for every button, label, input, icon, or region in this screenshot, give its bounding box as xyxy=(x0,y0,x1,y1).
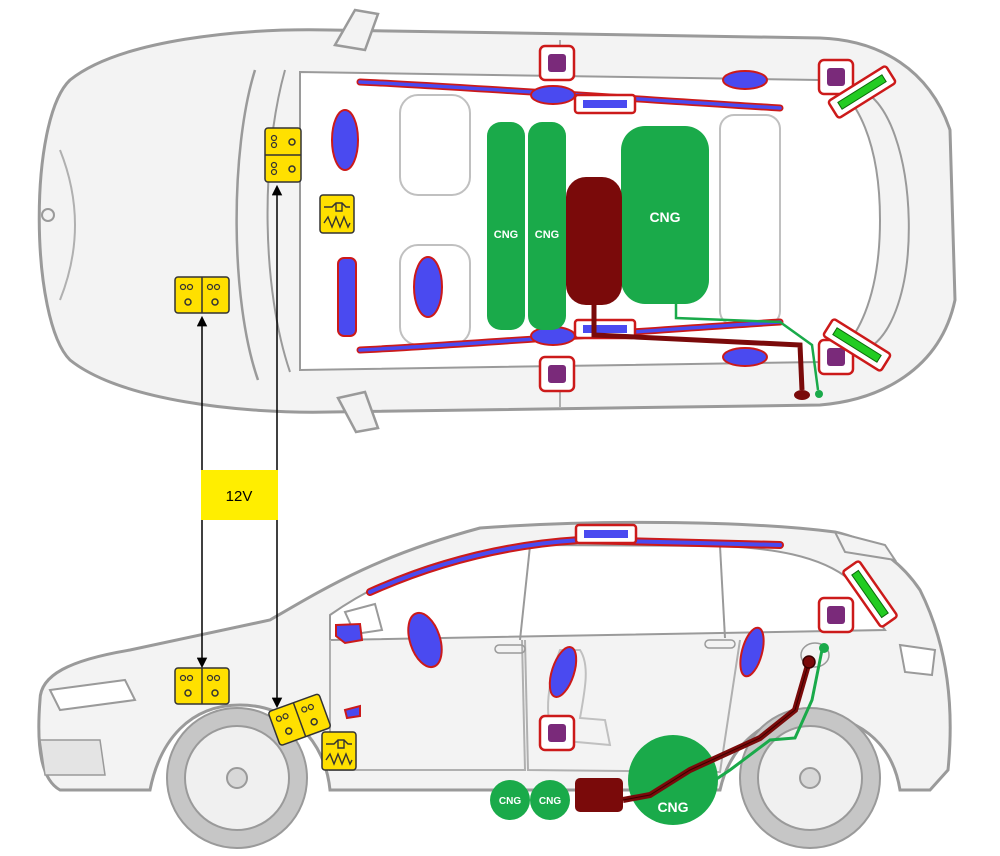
car-side-view xyxy=(37,520,952,849)
cng-tank-side-1 xyxy=(490,780,530,820)
inflator-icon xyxy=(319,194,355,234)
cng-tank-side-2 xyxy=(530,780,570,820)
side-driver-airbag xyxy=(407,611,443,669)
car-top-seat-front-left xyxy=(399,94,471,196)
sensor-top-lower-rear-core xyxy=(827,348,845,366)
top-pretensioners xyxy=(822,65,897,372)
car-side-fuel-door xyxy=(800,642,830,668)
cng-label-side-1: CNG xyxy=(499,796,521,807)
top-inflators xyxy=(573,93,637,340)
car-side-spoiler xyxy=(833,530,898,562)
driver-airbag xyxy=(331,109,359,171)
side-airbags xyxy=(335,611,765,720)
side-seat-airbag xyxy=(548,646,578,698)
car-top-mirror-upper xyxy=(333,8,380,52)
passenger-airbag xyxy=(413,256,443,318)
voltage-label-box xyxy=(201,470,278,520)
sensor-side-rear-core xyxy=(827,606,845,624)
cng-filler-top xyxy=(815,390,823,398)
inflator-icon xyxy=(321,731,357,771)
sensor-side-mid-core xyxy=(548,724,566,742)
inflator-top-lower-core xyxy=(583,325,627,333)
cng-label-top-1: CNG xyxy=(494,229,518,241)
cng-tank-top-1 xyxy=(487,122,525,330)
top-sensors xyxy=(538,44,855,393)
side-knee-airbag-upper xyxy=(335,622,364,645)
car-side-rear-hub xyxy=(799,767,821,789)
battery-connectors: 12V xyxy=(196,184,283,709)
car-side-c-pillar xyxy=(719,545,726,639)
cng-filler-side xyxy=(819,643,829,653)
cng-line-top xyxy=(674,304,820,391)
sensor-top-upper-mid-core xyxy=(548,54,566,72)
cng-label-top-3: CNG xyxy=(649,209,680,225)
car-top-rear-window xyxy=(859,89,910,353)
cng-label-top-2: CNG xyxy=(535,229,559,241)
pretensioner-top-upper-core xyxy=(837,74,887,110)
side-inflator xyxy=(574,523,638,545)
car-top-mirror-lower xyxy=(336,390,380,434)
pretensioner-side-core xyxy=(851,569,889,619)
battery-icon xyxy=(174,667,230,705)
curtain-airbag-side-core xyxy=(368,537,782,594)
car-side-b-pillar xyxy=(519,545,531,641)
top-batteries xyxy=(174,127,355,314)
knee-airbag xyxy=(337,257,357,337)
side-knee-airbag-lower xyxy=(343,704,361,720)
cng-tank-top-3 xyxy=(621,126,709,304)
car-side-grille xyxy=(39,739,106,776)
side-pretensioner xyxy=(842,560,898,628)
side-rear-airbag xyxy=(739,626,765,678)
side-airbag-top-upper-rear xyxy=(722,70,768,90)
car-side-taillight xyxy=(898,643,937,677)
battery-icon xyxy=(268,693,331,746)
fuel-line-side-outline xyxy=(622,664,809,801)
car-side-rear-handle xyxy=(704,639,736,649)
cng-label-side-2: CNG xyxy=(539,796,561,807)
inflator-top-upper-core xyxy=(583,100,627,108)
inflator-side-roof-core xyxy=(584,530,628,538)
fuel-tank-side xyxy=(575,778,623,812)
car-side-front-handle xyxy=(494,644,526,654)
fuel-tank-top xyxy=(566,177,622,305)
side-sensors xyxy=(538,596,855,752)
fuel-filler-side xyxy=(802,655,816,669)
battery-icon xyxy=(264,127,302,183)
side-curtain-airbag xyxy=(366,535,784,596)
side-airbag-top-lower-rear xyxy=(722,347,768,367)
top-fuel-system: CNG CNG CNG xyxy=(487,122,823,400)
car-side-headlight xyxy=(48,678,137,712)
car-top-front-detail xyxy=(59,149,76,301)
car-side-front-door xyxy=(329,639,527,771)
sensor-top-lower-mid-core xyxy=(548,365,566,383)
side-fuel-system: CNG CNG CNG xyxy=(490,643,829,825)
top-airbags xyxy=(331,70,768,367)
cng-line-side xyxy=(699,649,824,792)
car-top-hood-line xyxy=(235,69,260,381)
fuel-filler-top xyxy=(794,390,810,400)
car-side-front-hub xyxy=(226,767,248,789)
car-top-emblem xyxy=(41,208,55,222)
battery-icon xyxy=(174,276,230,314)
side-batteries xyxy=(174,667,357,771)
car-side-rear-door xyxy=(524,639,741,774)
pretensioner-top-lower-core xyxy=(832,327,882,363)
voltage-label: 12V xyxy=(226,488,253,505)
side-airbag-top-upper-front xyxy=(530,85,576,105)
fuel-line-top xyxy=(591,305,805,391)
cng-label-side-3: CNG xyxy=(657,799,688,815)
sensor-top-upper-rear-core xyxy=(827,68,845,86)
cng-tank-top-2 xyxy=(528,122,566,330)
